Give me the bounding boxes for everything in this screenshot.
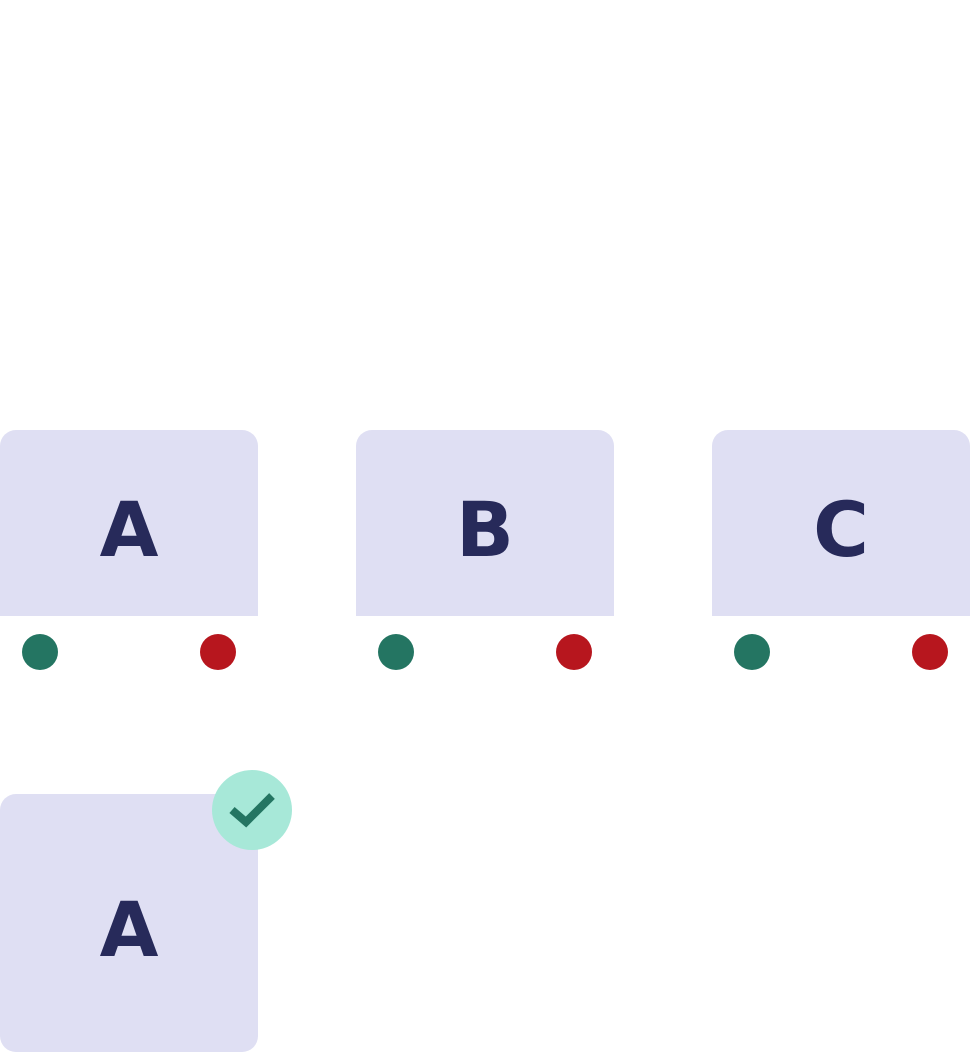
reject-dot-a-icon[interactable] [200,634,236,670]
accept-dot-c-icon[interactable] [734,634,770,670]
accept-dot-a-icon[interactable] [22,634,58,670]
checkmark-badge [212,770,292,850]
option-letter: C [813,485,869,574]
reject-dot-c-icon[interactable] [912,634,948,670]
selected-card-a: A [0,794,258,1052]
selected-letter: A [99,885,159,974]
reject-dot-b-icon[interactable] [556,634,592,670]
option-card-b[interactable]: B [356,430,614,616]
option-card-a[interactable]: A [0,430,258,616]
accept-dot-b-icon[interactable] [378,634,414,670]
option-card-c[interactable]: C [712,430,970,616]
checkmark-icon [229,793,275,828]
option-letter: B [456,485,514,574]
option-letter: A [99,485,159,574]
